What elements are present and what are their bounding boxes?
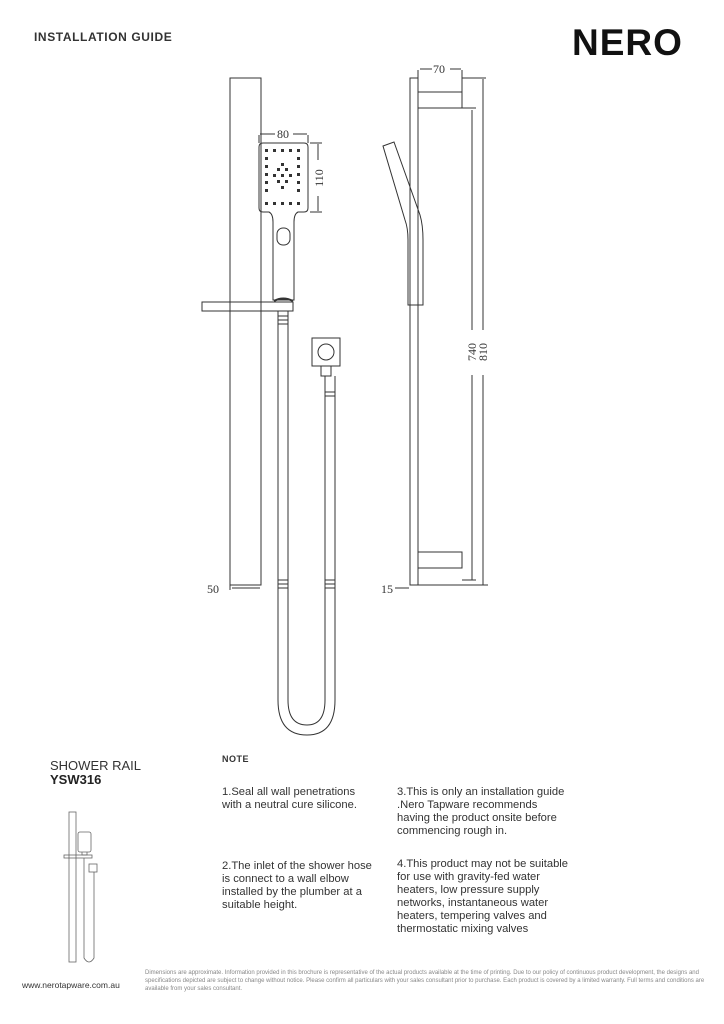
handshower-side — [382, 141, 424, 306]
product-thumbnail — [63, 811, 98, 963]
note-4: 4.This product may not be suitable for u… — [397, 858, 569, 935]
dim-bracket-depth: 70 — [433, 62, 445, 76]
handshower-front — [258, 142, 309, 301]
note-2: 2.The inlet of the shower hose is connec… — [222, 860, 372, 911]
product-code: YSW316 — [50, 772, 102, 787]
rail-side — [409, 77, 419, 586]
slider-bracket — [201, 301, 294, 312]
dim-overall: 810 — [476, 343, 490, 361]
dim-rail-width: 50 — [207, 582, 219, 596]
notes-heading: NOTE — [222, 754, 250, 764]
note-3: 3.This is only an installation guide .Ne… — [397, 786, 565, 837]
brand-logo: NERO — [572, 22, 683, 63]
disclaimer: Dimensions are approximate. Information … — [145, 970, 705, 992]
dim-centres: 740 — [465, 343, 479, 361]
hose — [277, 311, 336, 736]
dim-head-height: 110 — [312, 169, 326, 187]
wall-elbow — [311, 337, 341, 367]
website-link[interactable]: www.nerotapware.com.au — [22, 980, 120, 990]
document-title: INSTALLATION GUIDE — [34, 30, 173, 44]
product-name: SHOWER RAIL — [50, 758, 142, 773]
spray-nozzles — [265, 149, 300, 205]
note-1: 1.Seal all wall penetrations with a neut… — [222, 786, 357, 811]
dim-head-width: 80 — [277, 127, 289, 141]
dim-rail-offset: 15 — [381, 582, 393, 596]
rail-front — [229, 77, 262, 586]
